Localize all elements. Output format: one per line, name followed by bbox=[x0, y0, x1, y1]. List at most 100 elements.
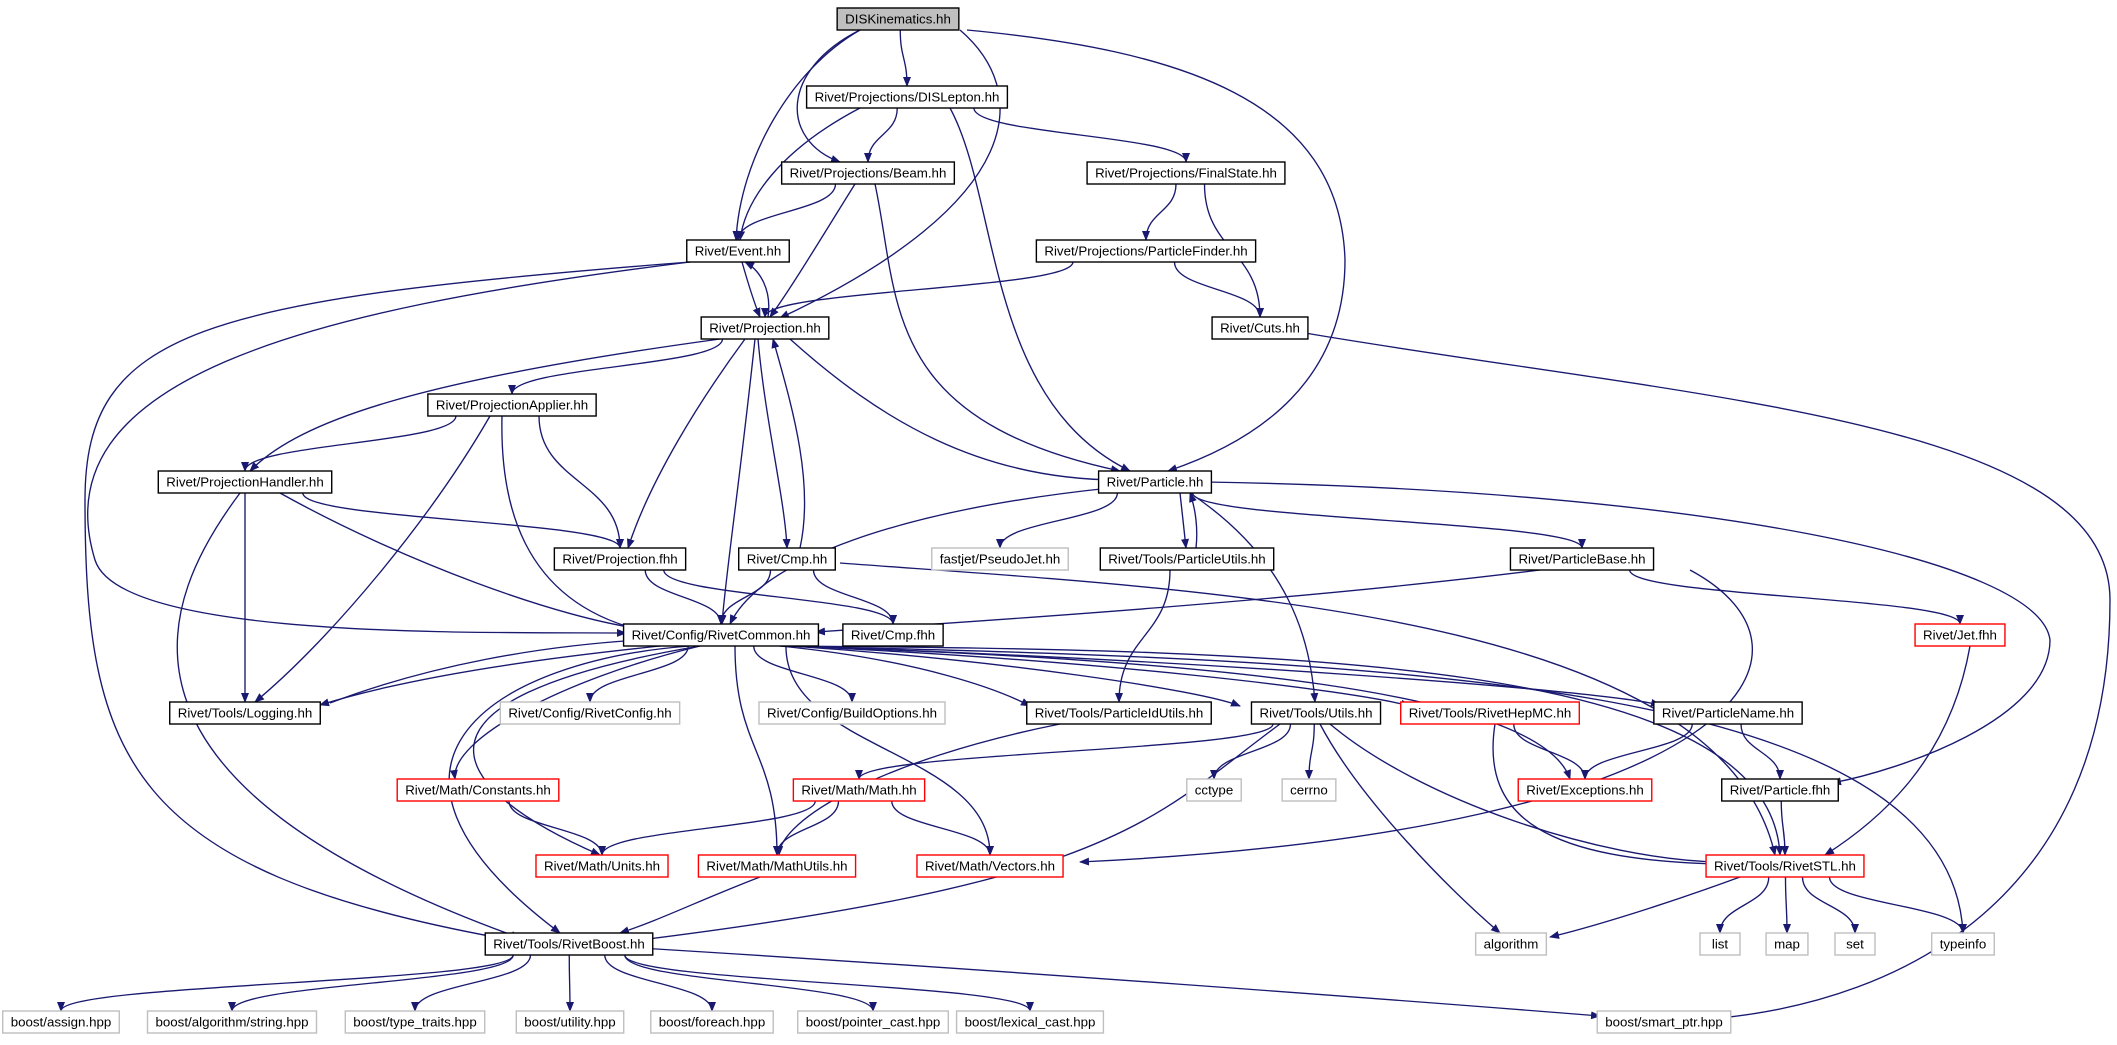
node-cmpfhh[interactable]: Rivet/Cmp.fhh bbox=[842, 623, 944, 647]
edge-dislepton-to-event bbox=[737, 107, 861, 241]
node-projection[interactable]: Rivet/Projection.hh bbox=[700, 316, 830, 340]
edge-rivetboost-to-algostring bbox=[228, 954, 514, 1012]
node-label: boost/foreach.hpp bbox=[659, 1015, 765, 1030]
node-units[interactable]: Rivet/Math/Units.hh bbox=[535, 854, 669, 878]
node-label: cctype bbox=[1195, 783, 1233, 798]
edge-rivetboost-to-typetraits bbox=[411, 954, 532, 1012]
node-label: typeinfo bbox=[1940, 937, 1987, 952]
node-map: map bbox=[1765, 932, 1809, 956]
node-box bbox=[484, 932, 654, 956]
edge-math-to-mathutils bbox=[773, 800, 840, 856]
node-label: Rivet/ProjectionApplier.hh bbox=[436, 398, 588, 413]
edge-mathutils-to-rivetboost bbox=[619, 876, 761, 935]
node-particlefhh[interactable]: Rivet/Particle.fhh bbox=[1721, 778, 1839, 802]
node-beam[interactable]: Rivet/Projections/Beam.hh bbox=[780, 161, 956, 185]
node-cuts[interactable]: Rivet/Cuts.hh bbox=[1211, 316, 1309, 340]
edge-logging-to-rivetcommon bbox=[329, 636, 641, 704]
node-box bbox=[842, 623, 944, 647]
node-box bbox=[1699, 932, 1741, 956]
node-projhandler[interactable]: Rivet/ProjectionHandler.hh bbox=[157, 470, 333, 494]
node-label: Rivet/Projection.fhh bbox=[562, 552, 677, 567]
node-finalstate[interactable]: Rivet/Projections/FinalState.hh bbox=[1086, 161, 1286, 185]
edge-utils-to-cerrno bbox=[1305, 723, 1315, 780]
edge-rivetboost-to-pointercast bbox=[624, 954, 877, 1012]
node-set: set bbox=[1834, 932, 1876, 956]
node-rivethepmc[interactable]: Rivet/Tools/RivetHepMC.hh bbox=[1400, 701, 1580, 725]
node-box bbox=[535, 854, 669, 878]
edge-particlename-to-particlefhh bbox=[1740, 723, 1784, 780]
node-label: boost/utility.hpp bbox=[524, 1015, 615, 1030]
edge-projapplier-to-logging bbox=[254, 415, 491, 703]
edge-beam-to-projection bbox=[769, 183, 856, 318]
node-root[interactable]: DISKinematics.hh bbox=[836, 7, 960, 31]
edges-layer bbox=[57, 29, 2111, 1022]
node-label: Rivet/Math/Math.hh bbox=[801, 783, 916, 798]
node-box bbox=[1086, 161, 1286, 185]
edge-rivetcommon-to-exceptions bbox=[789, 645, 1571, 780]
edge-particlefhh-to-rivetstl bbox=[1780, 800, 1789, 856]
edge-rivetboost-to-lexicalcast bbox=[624, 954, 1034, 1012]
node-box bbox=[1250, 701, 1382, 725]
node-rivetboost[interactable]: Rivet/Tools/RivetBoost.hh bbox=[484, 932, 654, 956]
node-math[interactable]: Rivet/Math/Math.hh bbox=[792, 778, 926, 802]
edge-dislepton-to-finalstate bbox=[973, 107, 1190, 163]
node-projfhh[interactable]: Rivet/Projection.fhh bbox=[553, 547, 687, 571]
edge-root-to-projection bbox=[779, 29, 1001, 319]
node-utils[interactable]: Rivet/Tools/Utils.hh bbox=[1250, 701, 1382, 725]
node-exceptions[interactable]: Rivet/Exceptions.hh bbox=[1517, 778, 1653, 802]
edge-cmp-to-rivetstl bbox=[839, 562, 1777, 856]
node-particle[interactable]: Rivet/Particle.hh bbox=[1097, 470, 1213, 494]
edge-particlebase-to-rivetcommon bbox=[815, 569, 1541, 636]
edge-rivetboost-to-foreach bbox=[604, 954, 716, 1012]
node-constants[interactable]: Rivet/Math/Constants.hh bbox=[396, 778, 560, 802]
node-label: Rivet/Tools/RivetBoost.hh bbox=[493, 937, 645, 952]
node-box bbox=[553, 547, 687, 571]
node-vectors[interactable]: Rivet/Math/Vectors.hh bbox=[916, 854, 1064, 878]
node-box bbox=[1596, 1010, 1732, 1034]
node-label: Rivet/Cmp.hh bbox=[747, 552, 828, 567]
node-box bbox=[1026, 701, 1212, 725]
node-rivetstl[interactable]: Rivet/Tools/RivetSTL.hh bbox=[1705, 854, 1865, 878]
node-cctype: cctype bbox=[1186, 778, 1242, 802]
edge-projapplier-to-rivetcommon bbox=[501, 415, 641, 632]
node-pseudojet: fastjet/PseudoJet.hh bbox=[931, 547, 1069, 571]
edge-projhandler-to-rivetcommon bbox=[279, 492, 651, 633]
node-label: Rivet/Tools/RivetSTL.hh bbox=[1714, 859, 1856, 874]
edge-rivetcommon-to-rivethepmc bbox=[789, 645, 1411, 708]
node-mathutils[interactable]: Rivet/Math/MathUtils.hh bbox=[697, 854, 857, 878]
node-particlebase[interactable]: Rivet/ParticleBase.hh bbox=[1509, 547, 1655, 571]
node-box bbox=[686, 239, 790, 263]
node-dislepton[interactable]: Rivet/Projections/DISLepton.hh bbox=[805, 85, 1009, 109]
node-label: Rivet/Projections/DISLepton.hh bbox=[815, 90, 1000, 105]
edge-cuts-to-smartptr bbox=[1304, 332, 2111, 1022]
node-label: DISKinematics.hh bbox=[845, 12, 951, 27]
edge-cmp-to-cmpfhh bbox=[812, 569, 897, 625]
node-particleidutils[interactable]: Rivet/Tools/ParticleIdUtils.hh bbox=[1026, 701, 1212, 725]
node-logging[interactable]: Rivet/Tools/Logging.hh bbox=[169, 701, 321, 725]
node-jetfhh[interactable]: Rivet/Jet.fhh bbox=[1914, 623, 2006, 647]
node-box bbox=[1474, 932, 1548, 956]
node-projapplier[interactable]: Rivet/ProjectionApplier.hh bbox=[427, 393, 597, 417]
edge-math-to-vectors bbox=[891, 800, 994, 856]
edge-rivethepmc-to-rivetstl bbox=[1492, 723, 1721, 868]
node-label: Rivet/Tools/ParticleIdUtils.hh bbox=[1035, 706, 1204, 721]
node-box bbox=[805, 85, 1009, 109]
node-typetraits: boost/type_traits.hpp bbox=[344, 1010, 486, 1034]
node-box bbox=[1653, 701, 1803, 725]
node-label: Rivet/Projections/Beam.hh bbox=[790, 166, 947, 181]
node-particlename[interactable]: Rivet/ParticleName.hh bbox=[1653, 701, 1803, 725]
node-particleutils[interactable]: Rivet/Tools/ParticleUtils.hh bbox=[1099, 547, 1275, 571]
node-box bbox=[1097, 470, 1213, 494]
node-cmp[interactable]: Rivet/Cmp.hh bbox=[738, 547, 836, 571]
node-box bbox=[1099, 547, 1275, 571]
node-box bbox=[427, 393, 597, 417]
edge-projhandler-to-rivetboost bbox=[176, 492, 521, 939]
node-box bbox=[1400, 701, 1580, 725]
node-particlefinder[interactable]: Rivet/Projections/ParticleFinder.hh bbox=[1035, 239, 1257, 263]
node-box bbox=[2, 1010, 120, 1034]
node-label: list bbox=[1712, 937, 1729, 952]
node-box bbox=[1035, 239, 1257, 263]
node-event[interactable]: Rivet/Event.hh bbox=[686, 239, 790, 263]
node-rivetcommon[interactable]: Rivet/Config/RivetCommon.hh bbox=[622, 623, 820, 647]
